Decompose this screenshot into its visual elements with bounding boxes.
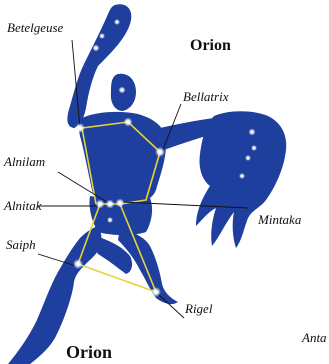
label-saiph: Saiph bbox=[6, 238, 36, 251]
title-top: Orion bbox=[190, 38, 231, 54]
label-alnitak: Alnitak bbox=[4, 199, 42, 212]
star-shield-1 bbox=[249, 129, 256, 136]
star-club-3 bbox=[114, 19, 120, 25]
star-meissa bbox=[119, 87, 126, 94]
label-mintaka: Mintaka bbox=[258, 213, 301, 226]
star-club-1 bbox=[93, 45, 100, 52]
label-antares-partial: Anta bbox=[302, 331, 327, 344]
hunter-figure bbox=[8, 4, 286, 364]
star-sword bbox=[107, 217, 113, 223]
star-shield-4 bbox=[239, 173, 245, 179]
label-alnilam: Alnilam bbox=[4, 155, 45, 168]
shield-pelt bbox=[196, 111, 286, 248]
label-bellatrix: Bellatrix bbox=[183, 90, 229, 103]
title-bottom: Orion bbox=[66, 343, 112, 361]
star-shield-2 bbox=[251, 145, 257, 151]
label-rigel: Rigel bbox=[185, 302, 212, 315]
star-shield-3 bbox=[245, 155, 251, 161]
label-betelgeuse: Betelgeuse bbox=[7, 21, 63, 34]
star-club-2 bbox=[99, 33, 105, 39]
